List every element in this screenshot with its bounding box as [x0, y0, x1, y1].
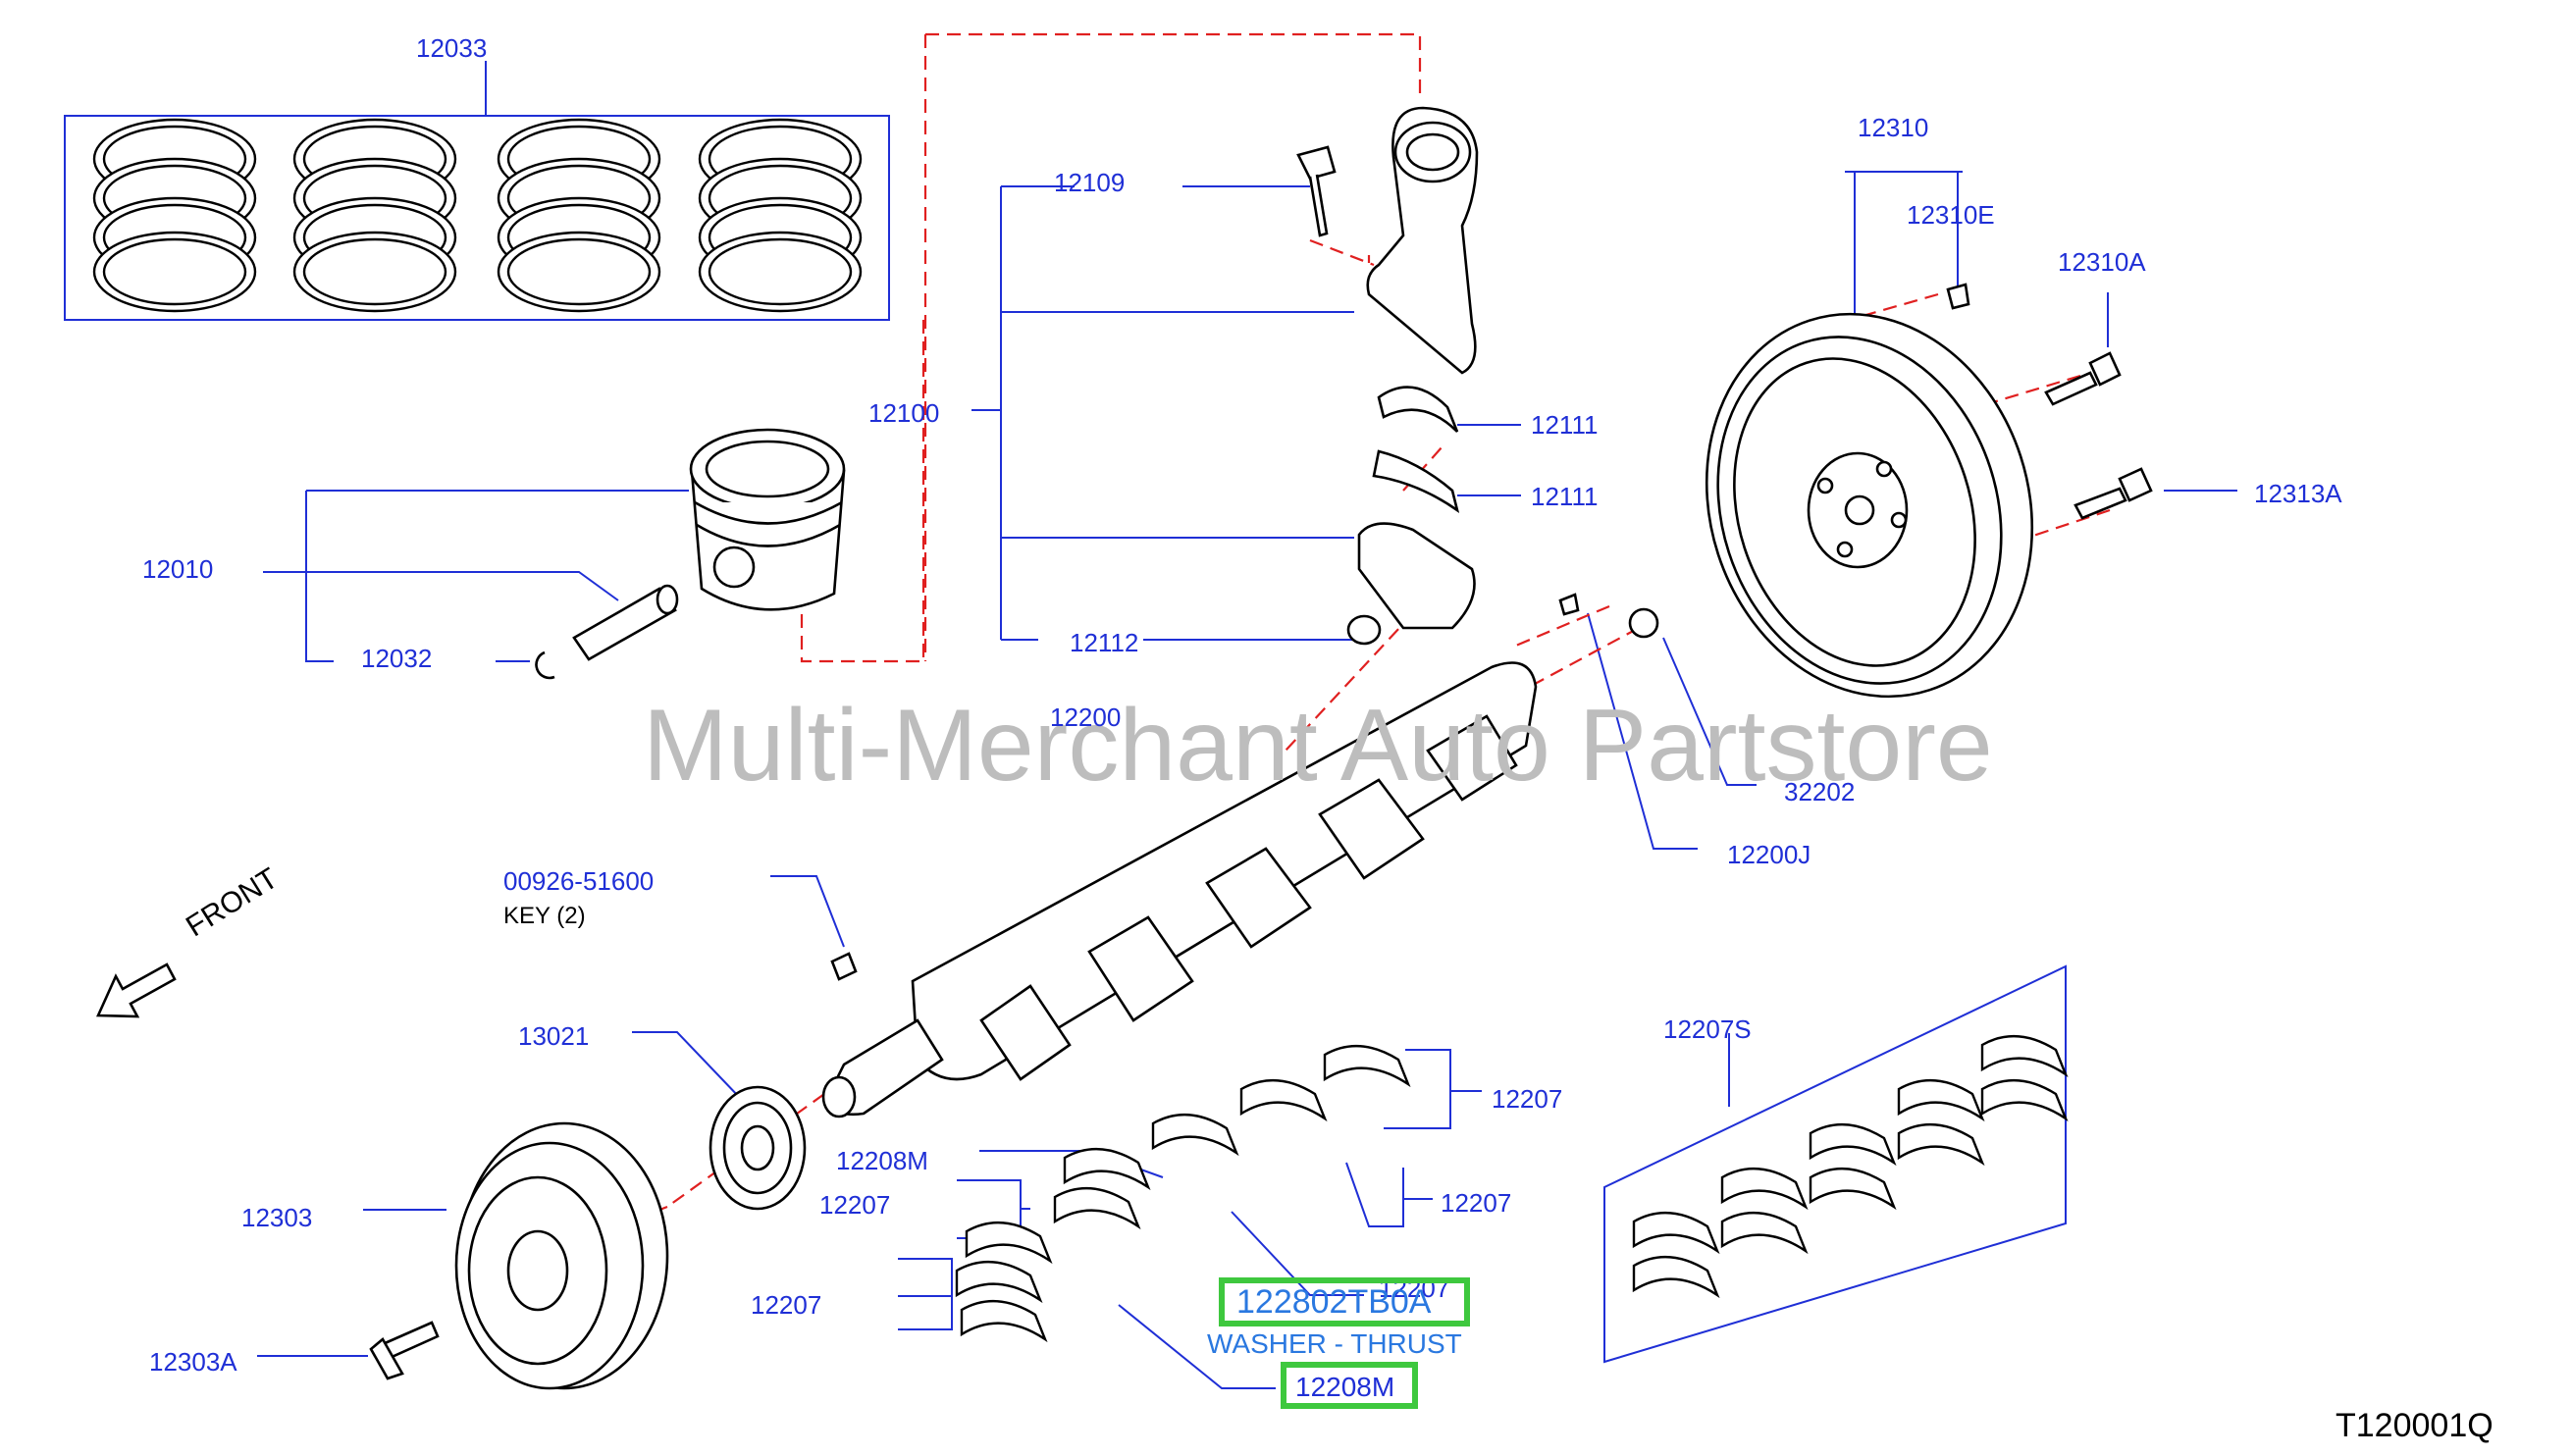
callout-12310[interactable]: 12310	[1858, 113, 1929, 142]
callout-13021[interactable]: 13021	[518, 1021, 590, 1051]
callout-12207-left[interactable]: 12207	[819, 1190, 891, 1220]
callout-12111-lower[interactable]: 12111	[1531, 482, 1599, 511]
callout-12112[interactable]: 12112	[1070, 628, 1139, 657]
callout-12303A[interactable]: 12303A	[149, 1347, 237, 1377]
callout-12109[interactable]: 12109	[1054, 168, 1126, 197]
highlighted-12208M[interactable]: 12208M	[1295, 1372, 1395, 1402]
bearing-set	[1632, 1035, 2069, 1299]
callout-12303[interactable]: 12303	[241, 1203, 313, 1232]
front-arrow-icon	[96, 962, 177, 1018]
main-bearings	[955, 1045, 1411, 1343]
crank-sprocket	[709, 1085, 807, 1211]
highlighted-part-number[interactable]: 122802TB0A	[1236, 1283, 1432, 1321]
connecting-rod	[1296, 106, 1479, 646]
piston-rings	[92, 118, 863, 313]
callout-12111-upper[interactable]: 12111	[1531, 410, 1599, 440]
callout-12313A[interactable]: 12313A	[2254, 479, 2342, 508]
callout-12033[interactable]: 12033	[416, 33, 488, 63]
callout-12200J[interactable]: 12200J	[1727, 840, 1811, 869]
crankshaft	[821, 593, 1659, 1118]
callout-00926-51600[interactable]: 00926-51600	[503, 866, 655, 896]
piston	[535, 428, 846, 680]
callout-32202[interactable]: 32202	[1784, 777, 1856, 806]
leader-lines	[64, 61, 2237, 1389]
flywheel	[1705, 283, 2153, 699]
watermark: Multi-Merchant Auto Partstore	[643, 689, 1993, 803]
callout-12207-right-lower[interactable]: 12207	[1441, 1188, 1512, 1218]
callout-12032[interactable]: 12032	[361, 644, 433, 673]
piston-ring-set-box	[64, 115, 890, 321]
callout-12310E[interactable]: 12310E	[1907, 200, 1995, 230]
callout-12100[interactable]: 12100	[868, 398, 940, 428]
callout-12208M-top[interactable]: 12208M	[836, 1146, 928, 1175]
callout-12010[interactable]: 12010	[142, 554, 214, 584]
diagram-reference: T120001Q	[2336, 1407, 2493, 1444]
key-label: KEY (2)	[503, 903, 586, 929]
callout-12207S[interactable]: 12207S	[1663, 1014, 1752, 1044]
highlight-box-thrust-washer[interactable]	[1219, 1277, 1470, 1326]
callout-12207-right-upper[interactable]: 12207	[1492, 1084, 1563, 1114]
highlight-box-12208M[interactable]	[1281, 1362, 1418, 1409]
callout-12200[interactable]: 12200	[1050, 702, 1122, 732]
callout-12310A[interactable]: 12310A	[2058, 247, 2146, 277]
highlighted-part-description: WASHER - THRUST	[1207, 1328, 1462, 1359]
callout-12207-bottom-left[interactable]: 12207	[751, 1290, 822, 1320]
crank-pulley	[369, 1121, 669, 1390]
